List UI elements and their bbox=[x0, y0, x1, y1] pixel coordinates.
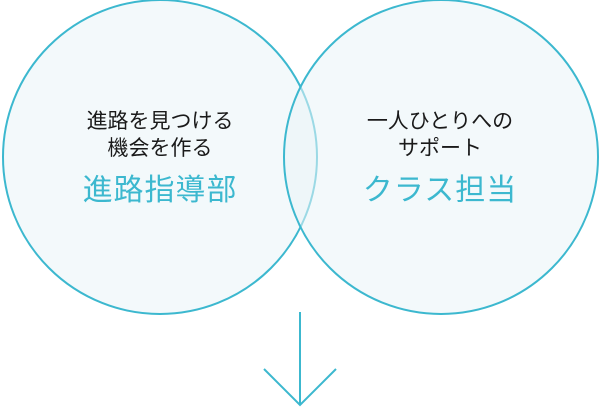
left-circle-title: 進路指導部 bbox=[82, 173, 238, 208]
left-circle-content: 進路を見つける 機会を作る 進路指導部 bbox=[30, 108, 290, 209]
right-circle bbox=[283, 0, 599, 315]
left-circle-description-line2: 機会を作る bbox=[107, 136, 213, 160]
right-circle-title: クラス担当 bbox=[362, 173, 518, 208]
down-arrow-icon bbox=[263, 312, 337, 407]
right-circle-description-line1: 一人ひとりへの bbox=[366, 109, 514, 133]
right-circle-content: 一人ひとりへの サポート クラス担当 bbox=[310, 108, 570, 209]
right-circle-description-line2: サポート bbox=[398, 136, 482, 160]
left-circle-description-line1: 進路を見つける bbox=[86, 109, 234, 133]
down-arrow-head bbox=[263, 368, 337, 407]
